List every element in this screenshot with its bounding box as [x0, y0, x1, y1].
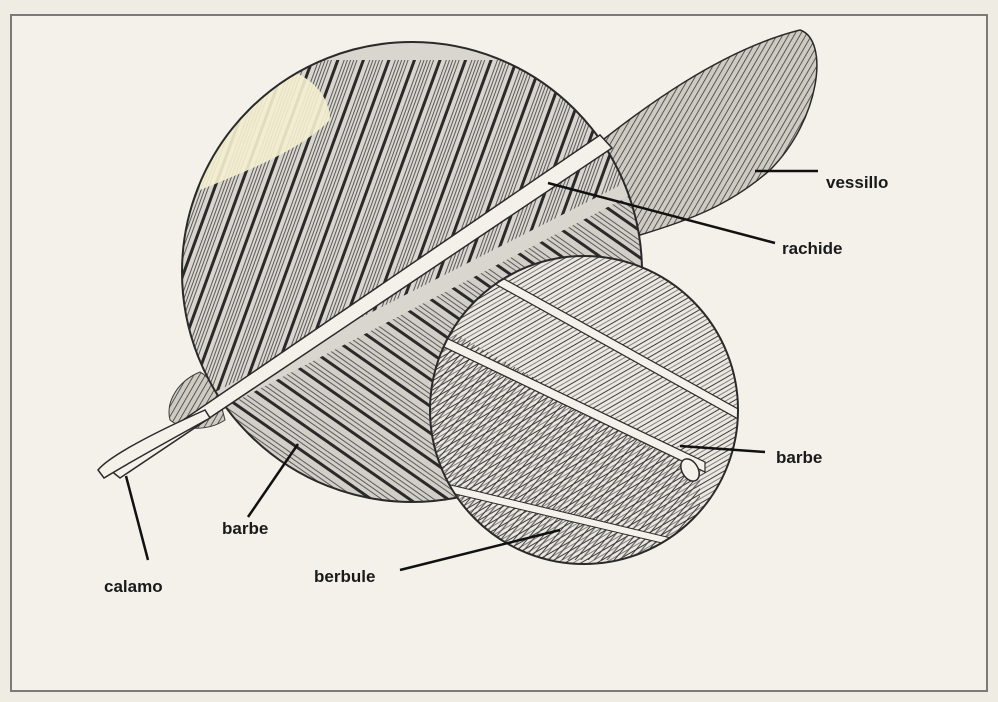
calamus — [98, 410, 210, 478]
label-calamo: calamo — [104, 578, 163, 595]
label-berbule: berbule — [314, 568, 375, 585]
label-vessillo: vessillo — [826, 174, 888, 191]
label-rachide: rachide — [782, 240, 842, 257]
label-barbe-right: barbe — [776, 449, 822, 466]
label-barbe-left: barbe — [222, 520, 268, 537]
leader-line-calamo — [126, 476, 148, 560]
